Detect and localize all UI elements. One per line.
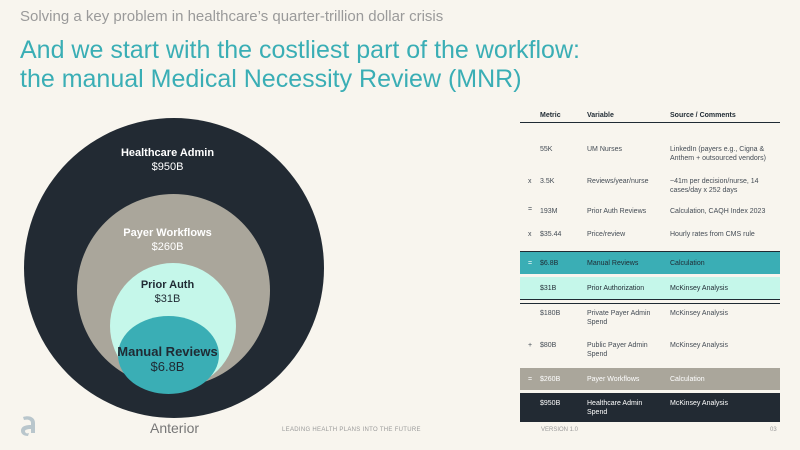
row-metric: 55K <box>540 146 553 153</box>
label-prior-auth: Prior Auth $31B <box>100 278 235 306</box>
row-operator: = <box>528 376 533 383</box>
cost-breakdown-table: Metric Variable Source / Comments 55K UM… <box>520 108 780 422</box>
circle-value: $31B <box>154 293 181 305</box>
row-variable: UM Nurses <box>587 146 623 153</box>
row-variable: Price/review <box>587 231 626 238</box>
table-header: Metric Variable Source / Comments <box>520 108 780 123</box>
row-variable: Prior Authorization <box>587 285 645 292</box>
headline-line-2: the manual Medical Necessity Review (MNR… <box>20 65 522 93</box>
anterior-logo-icon <box>21 416 35 436</box>
row-operator: = <box>528 260 533 267</box>
label-payer-workflows: Payer Workflows $260B <box>100 226 235 254</box>
label-manual-reviews: Manual Reviews $6.8B <box>100 344 235 374</box>
table-row-highlight-healthcare-admin: $950B Healthcare Admin Spend McKinsey An… <box>520 393 780 422</box>
brand-wordmark: Anterior <box>150 420 200 436</box>
row-variable: Payer Workflows <box>587 376 640 383</box>
header-metric: Metric <box>540 112 561 119</box>
table-row: x $35.44 Price/review Hourly rates from … <box>520 225 780 247</box>
footer-version: VERSION 1.0 <box>541 427 579 433</box>
table-row-highlight-manual-reviews: = $6.8B Manual Reviews Calculation <box>520 251 780 274</box>
table-row-highlight-payer-workflows: = $260B Payer Workflows Calculation <box>520 368 780 390</box>
row-metric: $35.44 <box>540 231 562 238</box>
row-metric: $260B <box>540 376 561 383</box>
row-metric: $31B <box>540 285 557 292</box>
headline-line-1: And we start with the costliest part of … <box>20 36 580 64</box>
row-operator: x <box>528 178 532 185</box>
table-row: x 3.5K Reviews/year/nurse ~41m per decis… <box>520 151 780 194</box>
row-source: McKinsey Analysis <box>670 310 728 317</box>
row-metric: $80B <box>540 342 557 349</box>
circle-value: $950B <box>151 161 184 173</box>
row-source: Calculation <box>670 260 705 267</box>
row-source: Calculation <box>670 376 705 383</box>
table-row: $180B Private Payer Admin Spend McKinsey… <box>520 303 780 336</box>
table-row-highlight-prior-auth: $31B Prior Authorization McKinsey Analys… <box>520 277 780 300</box>
circle-manual-reviews <box>118 316 219 394</box>
slide-subtitle: Solving a key problem in healthcare’s qu… <box>20 8 444 25</box>
circle-value: $6.8B <box>150 359 185 374</box>
circle-name: Payer Workflows <box>123 227 212 239</box>
row-source: ~41m per decision/nurse, 14 cases/day x … <box>670 178 759 194</box>
footer-tagline: LEADING HEALTH PLANS INTO THE FUTURE <box>282 427 421 433</box>
table-row: + $80B Public Payer Admin Spend McKinsey… <box>520 336 780 364</box>
header-source: Source / Comments <box>670 112 736 119</box>
circle-name: Manual Reviews <box>117 344 218 359</box>
row-variable: Reviews/year/nurse <box>587 178 649 185</box>
row-source: LinkedIn (payers e.g., Cigna & Anthem + … <box>670 146 766 162</box>
row-source: McKinsey Analysis <box>670 285 728 292</box>
row-metric: 3.5K <box>540 178 555 185</box>
circle-name: Healthcare Admin <box>120 147 215 159</box>
row-operator: + <box>528 342 533 349</box>
row-variable: Private Payer Admin Spend <box>587 310 651 326</box>
circle-value: $260B <box>151 241 184 253</box>
table-row: 55K UM Nurses LinkedIn (payers e.g., Cig… <box>520 123 780 162</box>
row-operator: x <box>528 231 532 238</box>
row-source: McKinsey Analysis <box>670 342 728 349</box>
header-variable: Variable <box>587 112 614 119</box>
row-variable: Manual Reviews <box>587 260 639 267</box>
label-healthcare-admin: Healthcare Admin $950B <box>100 146 235 174</box>
row-variable: Healthcare Admin Spend <box>587 400 643 416</box>
row-source: McKinsey Analysis <box>670 400 728 407</box>
row-metric: $950B <box>540 400 561 407</box>
row-metric: $6.8B <box>540 260 559 267</box>
slide-headline: And we start with the costliest part of … <box>20 36 620 94</box>
row-source: Hourly rates from CMS rule <box>670 231 755 238</box>
row-metric: $180B <box>540 310 561 317</box>
table-row: = 193M Prior Auth Reviews Calculation, C… <box>520 189 780 225</box>
row-variable: Public Payer Admin Spend <box>587 342 648 358</box>
row-operator: = <box>528 206 533 213</box>
row-source: Calculation, CAQH Index 2023 <box>670 208 766 215</box>
page-number: 03 <box>770 427 777 433</box>
circle-name: Prior Auth <box>140 279 195 291</box>
row-variable: Prior Auth Reviews <box>587 208 647 215</box>
row-metric: 193M <box>540 208 558 215</box>
